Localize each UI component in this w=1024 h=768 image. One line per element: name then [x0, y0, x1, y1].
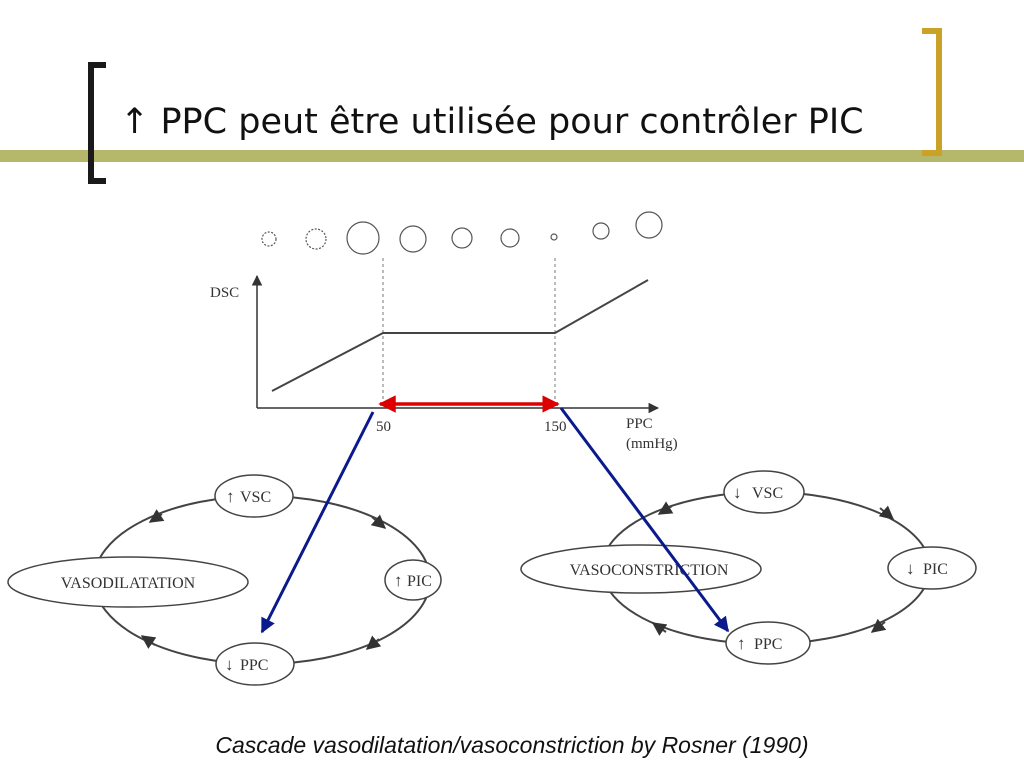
figure-caption: Cascade vasodilatation/vasoconstriction …	[215, 732, 809, 758]
vessel-circle-9	[635, 211, 663, 239]
ppc-node-right	[725, 621, 811, 665]
vessel-circles	[261, 211, 663, 255]
vessel-circle-5	[451, 227, 473, 249]
vasodilatation-label: VASODILATATION	[61, 575, 196, 592]
tick-label-150: 150	[544, 419, 567, 435]
cycle-arrow-left-1	[148, 509, 165, 523]
x-axis-label: PPC	[626, 416, 653, 432]
ppc-node-left	[215, 642, 295, 686]
autoregulation-graph: DSC 50 150 PPC (mmHg)	[210, 258, 678, 452]
link-arrow-low-ppc	[260, 411, 375, 634]
ppc-label-right: PPC	[754, 636, 782, 653]
vasodilatation-cycle: VASODILATATION ↑ VSC ↑ PIC ↓ PPC	[7, 474, 442, 686]
vasoconstriction-cycle: VASOCONSTRICTION ↓ VSC ↓ PIC ↑ PPC	[520, 470, 977, 665]
cycle-arrow-right-2	[878, 505, 895, 520]
vsc-arrow-left: ↑	[226, 487, 235, 506]
cycle-arrow-right-1	[657, 501, 674, 515]
title-band	[0, 150, 1024, 162]
x-axis-unit: (mmHg)	[626, 436, 678, 452]
pic-label-left: PIC	[407, 573, 432, 590]
vasoconstriction-label: VASOCONSTRICTION	[570, 562, 729, 579]
link-arrow-high-ppc	[559, 407, 730, 633]
vessel-circle-3	[346, 221, 380, 255]
vsc-label-left: VSC	[240, 489, 271, 506]
vessel-circle-4	[399, 225, 427, 253]
ppc-arrow-right: ↑	[737, 634, 746, 653]
vsc-arrow-right: ↓	[733, 483, 742, 502]
pic-arrow-right: ↓	[906, 559, 915, 578]
tick-label-50: 50	[376, 419, 391, 435]
slide-title: ↑ PPC peut être utilisée pour contrôler …	[120, 102, 864, 142]
cycle-arrow-left-3	[365, 635, 382, 650]
vasodilatation-node	[7, 556, 249, 608]
cycle-arrow-right-3	[870, 618, 887, 633]
vsc-label-right: VSC	[752, 485, 783, 502]
cycle-arrow-left-4	[140, 635, 157, 649]
vsc-node-right	[723, 470, 805, 514]
vessel-circle-8	[592, 222, 610, 240]
autoregulation-curve	[271, 279, 649, 392]
vessel-circle-2	[305, 228, 327, 250]
pic-label-right: PIC	[923, 561, 948, 578]
pic-node-left	[384, 559, 442, 601]
ppc-arrow-left: ↓	[225, 655, 234, 674]
ppc-label-left: PPC	[240, 657, 268, 674]
cycle-arrow-right-4	[651, 622, 668, 636]
left-bracket	[88, 62, 106, 184]
cycle-arrow-left-2	[370, 514, 387, 529]
vsc-node-left	[214, 474, 294, 518]
y-axis-label: DSC	[210, 285, 239, 301]
vessel-circle-6	[500, 228, 520, 248]
vessel-circle-1	[261, 231, 277, 247]
pic-node-right	[887, 546, 977, 590]
vasoconstriction-node	[520, 544, 762, 594]
right-bracket	[922, 28, 942, 156]
vessel-circle-7	[550, 233, 558, 241]
pic-arrow-left: ↑	[394, 571, 403, 590]
